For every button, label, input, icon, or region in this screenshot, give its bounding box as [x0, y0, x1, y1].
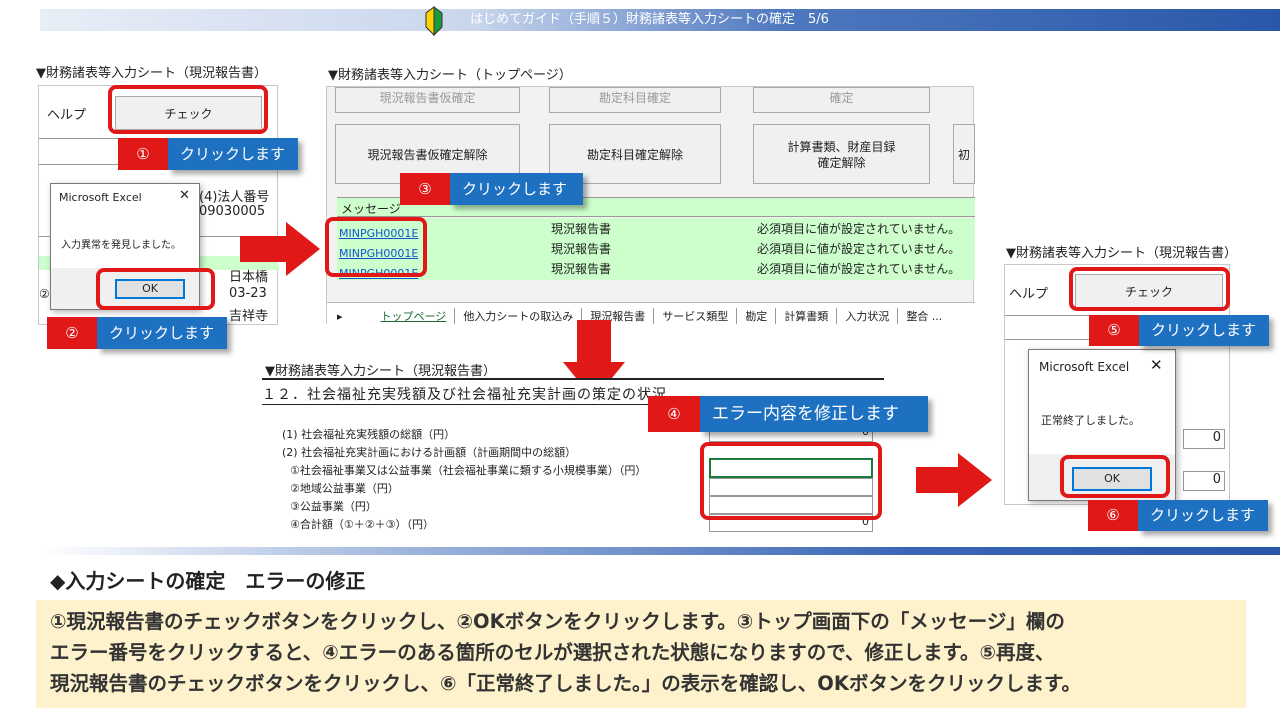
step-badge-number: ①: [118, 138, 168, 170]
highlight-error-cells: [700, 442, 882, 520]
cell-corp-number: (4)法人番号: [199, 190, 270, 205]
value-cell[interactable]: [709, 478, 873, 496]
message-header: メッセージ: [341, 202, 401, 216]
header-title: はじめてガイド（手順５）財務諸表等入力シートの確定 5/6: [470, 12, 829, 27]
section-divider: [40, 547, 1280, 555]
step-badge-label: クリックします: [450, 173, 583, 205]
btn-top-1[interactable]: 現況報告書仮確定: [335, 87, 520, 113]
cell-address-1: 日本橋: [229, 270, 269, 285]
tab-account[interactable]: 勘定: [737, 308, 777, 324]
step-badge-label: クリックします: [168, 138, 298, 170]
value-cell: 0: [1183, 429, 1225, 449]
step-badge-number: ③: [400, 173, 450, 205]
btn-top-2[interactable]: 勘定科目確定: [549, 87, 721, 113]
value-cell: 0: [1183, 471, 1225, 491]
summary-line: ①現況報告書のチェックボタンをクリックし、②OKボタンをクリックします。③トップ…: [50, 610, 1065, 633]
summary-line: エラー番号をクリックすると、④エラーのある箇所のセルが選択された状態になりますの…: [50, 641, 1055, 664]
tab-consistency[interactable]: 整合 ...: [906, 310, 943, 323]
row-label: ③公益事業（円）: [290, 500, 377, 513]
row-marker: ②: [39, 287, 50, 301]
tab-report[interactable]: 現況報告書: [582, 308, 655, 324]
panel3-caption: ▼財務諸表等入力シート（現況報告書）: [265, 364, 496, 379]
step-badge-label: クリックします: [97, 317, 227, 349]
red-arrow-icon: [240, 222, 320, 276]
cell-number: 09030005: [199, 204, 266, 219]
message-text: 必須項目に値が設定されていません。: [757, 242, 961, 256]
sheet-tab-bar: ▸ トップページ他入力シートの取込み現況報告書サービス類型勘定計算書類入力状況整合…: [327, 302, 975, 324]
highlight-message-codes: [325, 217, 427, 277]
section-title: １２．社会福祉充実残額及び社会福祉充実計画の策定の状況: [262, 387, 667, 403]
error-dialog: Microsoft Excel ✕ 入力異常を発見しました。 OK: [50, 183, 200, 310]
tab-status[interactable]: 入力状況: [837, 308, 899, 324]
check-button[interactable]: チェック: [115, 96, 262, 130]
row-label: (2) 社会福祉充実計画における計画額（計画期間中の総額）: [282, 446, 577, 459]
step-badge-number: ⑥: [1088, 500, 1138, 531]
cell-phone: 03-23: [229, 286, 267, 301]
btn-top-3[interactable]: 確定: [753, 87, 930, 113]
summary-box: ①現況報告書のチェックボタンをクリックし、②OKボタンをクリックします。③トップ…: [36, 600, 1246, 708]
ok-button[interactable]: OK: [115, 279, 185, 299]
tab-top-page[interactable]: トップページ: [373, 308, 456, 324]
help-menu[interactable]: ヘルプ: [47, 108, 87, 123]
message-sheet: 現況報告書: [551, 242, 612, 256]
panel1-caption: ▼財務諸表等入力シート（現況報告書）: [36, 66, 267, 81]
panel4-caption: ▼財務諸表等入力シート（現況報告書）: [1006, 246, 1237, 261]
step-badge-number: ⑤: [1089, 315, 1139, 346]
help-menu[interactable]: ヘルプ: [1009, 287, 1049, 302]
highlight-check-button: [108, 85, 268, 134]
red-arrow-icon: [916, 453, 992, 507]
row-label: (1) 社会福祉充実残額の総額（円）: [282, 428, 456, 441]
close-icon[interactable]: ✕: [179, 188, 190, 203]
step-badge-number: ②: [47, 317, 97, 349]
ok-button[interactable]: OK: [1072, 467, 1152, 491]
row-label: ②地域公益事業（円）: [290, 482, 399, 495]
step-badge-number: ④: [648, 396, 700, 432]
message-code-link[interactable]: MINPGH0001E: [339, 227, 419, 240]
row-label: ④合計額（①＋②＋③）（円）: [290, 518, 434, 531]
dialog-message: 入力異常を発見しました。: [61, 240, 181, 251]
step-badge-label: クリックします: [1139, 315, 1269, 346]
highlight-ok-button: [96, 268, 215, 310]
success-dialog: Microsoft Excel ✕ 正常終了しました。 OK: [1028, 349, 1176, 501]
btn-unconfirm-statements[interactable]: 計算書類、財産目録 確定解除: [753, 124, 930, 184]
step-badge-label: エラー内容を修正します: [700, 396, 928, 432]
message-sheet: 現況報告書: [551, 262, 612, 276]
panel2-screenshot: 現況報告書仮確定 勘定科目確定 確定 現況報告書仮確定解除 勘定科目確定解除 計…: [326, 86, 975, 324]
dialog-title: Microsoft Excel: [1039, 360, 1130, 374]
btn-partial[interactable]: 初: [953, 124, 975, 184]
tab-service[interactable]: サービス類型: [654, 308, 738, 324]
summary-line: 現況報告書のチェックボタンをクリックし、⑥「正常終了しました。」の表示を確認し、…: [50, 672, 1081, 695]
message-sheet: 現況報告書: [551, 222, 612, 236]
highlight-check-button: [1069, 267, 1230, 311]
tab-nav-icon[interactable]: ▸: [337, 310, 343, 323]
value-cell[interactable]: [709, 496, 873, 514]
beginner-leaf-icon: [425, 6, 443, 37]
message-text: 必須項目に値が設定されていません。: [757, 262, 961, 276]
message-text: 必須項目に値が設定されていません。: [757, 222, 961, 236]
highlight-ok-button: [1060, 455, 1170, 498]
step-badge-label: クリックします: [1138, 500, 1268, 531]
panel2-caption: ▼財務諸表等入力シート（トップページ）: [328, 68, 572, 83]
tab-import[interactable]: 他入力シートの取込み: [455, 308, 583, 324]
close-icon[interactable]: ✕: [1150, 356, 1163, 374]
cell-address-2: 吉祥寺: [229, 309, 269, 324]
header-bar: [40, 9, 1280, 31]
selected-cell[interactable]: [709, 458, 873, 478]
tab-statements[interactable]: 計算書類: [776, 308, 838, 324]
row-label: ①社会福祉事業又は公益事業（社会福祉事業に類する小規模事業）（円）: [290, 464, 647, 477]
dialog-message: 正常終了しました。: [1041, 414, 1140, 427]
section-heading: ◆入力シートの確定 エラーの修正: [50, 569, 366, 593]
dialog-title: Microsoft Excel: [59, 191, 142, 204]
message-code-link[interactable]: MINPGH0001E: [339, 247, 419, 260]
